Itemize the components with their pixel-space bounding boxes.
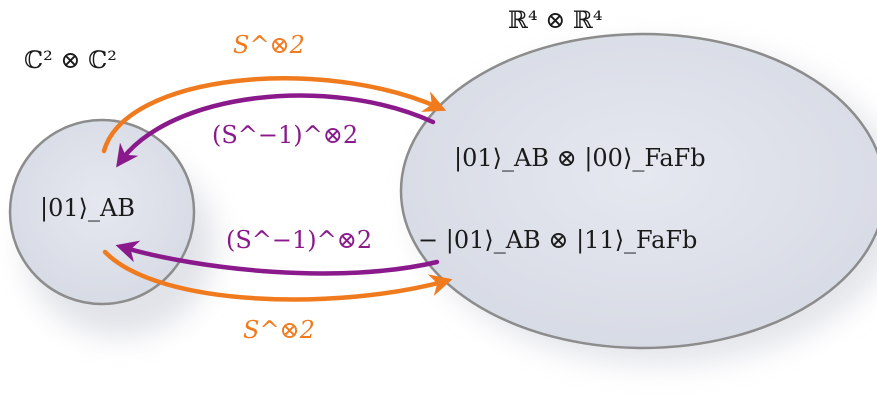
forward-arrow-top	[101, 76, 447, 154]
left-space-bubble	[8, 118, 196, 306]
forward-label-bottom: S^⊗2	[243, 316, 315, 344]
left-space-label: ℂ² ⊗ ℂ²	[24, 46, 117, 74]
forward-arrow-bottom	[102, 249, 453, 302]
inverse-arrow-bottom	[115, 240, 440, 276]
forward-label-top: S^⊗2	[233, 31, 305, 59]
left-state-ket: |01⟩_AB	[40, 194, 135, 222]
right-state-2: − |01⟩_AB ⊗ |11⟩_FaFb	[418, 226, 698, 254]
right-space-label: ℝ⁴ ⊗ ℝ⁴	[508, 6, 603, 34]
inverse-label-top: (S^−1)^⊗2	[212, 121, 359, 149]
inverse-label-bottom: (S^−1)^⊗2	[226, 226, 373, 254]
inverse-arrow-top	[116, 93, 436, 168]
right-state-1: |01⟩_AB ⊗ |00⟩_FaFb	[454, 144, 706, 172]
right-space-bubble	[399, 32, 877, 350]
